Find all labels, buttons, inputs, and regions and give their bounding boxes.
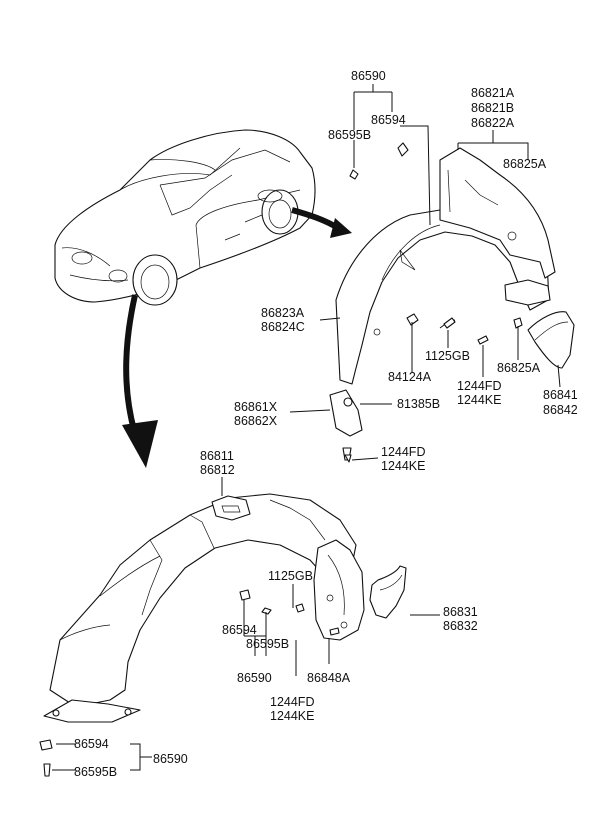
label-86595B-mid: 86595B [246, 637, 289, 651]
label-86824C: 86824C [261, 320, 305, 334]
label-1244FD-bottom: 1244FD [270, 695, 314, 709]
arrow-to-rear [291, 207, 352, 238]
label-1244KE-bottom: 1244KE [270, 709, 314, 723]
label-86811: 86811 [200, 449, 234, 463]
label-86594-mid: 86594 [222, 623, 257, 637]
label-86590-top: 86590 [351, 69, 386, 83]
label-86832: 86832 [443, 619, 478, 633]
label-86831: 86831 [443, 605, 478, 619]
label-86821A: 86821A [471, 86, 515, 100]
label-86825A-mid: 86825A [497, 361, 541, 375]
label-86848A: 86848A [307, 671, 351, 685]
rear-wheel-guard-assembly [329, 142, 575, 463]
label-86823A: 86823A [261, 306, 305, 320]
label-86595B-top: 86595B [328, 128, 371, 142]
label-86821B: 86821B [471, 101, 514, 115]
front-wheel-guard-assembly [39, 493, 407, 777]
label-1125GB-right: 1125GB [425, 349, 470, 363]
label-1244FD-mid: 1244FD [381, 445, 425, 459]
label-86862X: 86862X [234, 414, 278, 428]
part-labels: 86590 86594 86595B 86821A 86821B 86822A … [74, 69, 578, 779]
label-81385B: 81385B [397, 397, 440, 411]
label-84124A: 84124A [388, 370, 432, 384]
label-1244KE-right: 1244KE [457, 393, 501, 407]
label-86590-mid: 86590 [237, 671, 272, 685]
label-86842: 86842 [543, 403, 578, 417]
label-86825A-top: 86825A [503, 157, 547, 171]
label-86595B-bottom: 86595B [74, 765, 117, 779]
label-86841: 86841 [543, 388, 578, 402]
label-86590-bottom: 86590 [153, 752, 188, 766]
label-86812: 86812 [200, 463, 235, 477]
arrow-to-front [122, 294, 158, 468]
label-86594-bottom: 86594 [74, 737, 109, 751]
label-86594-top: 86594 [371, 113, 406, 127]
car-illustration [54, 129, 316, 306]
leader-lines [52, 84, 561, 771]
label-86822A: 86822A [471, 116, 515, 130]
label-1244KE-mid: 1244KE [381, 459, 425, 473]
label-1125GB-bottom: 1125GB [268, 569, 313, 583]
label-1244FD-right: 1244FD [457, 379, 501, 393]
label-86861X: 86861X [234, 400, 278, 414]
